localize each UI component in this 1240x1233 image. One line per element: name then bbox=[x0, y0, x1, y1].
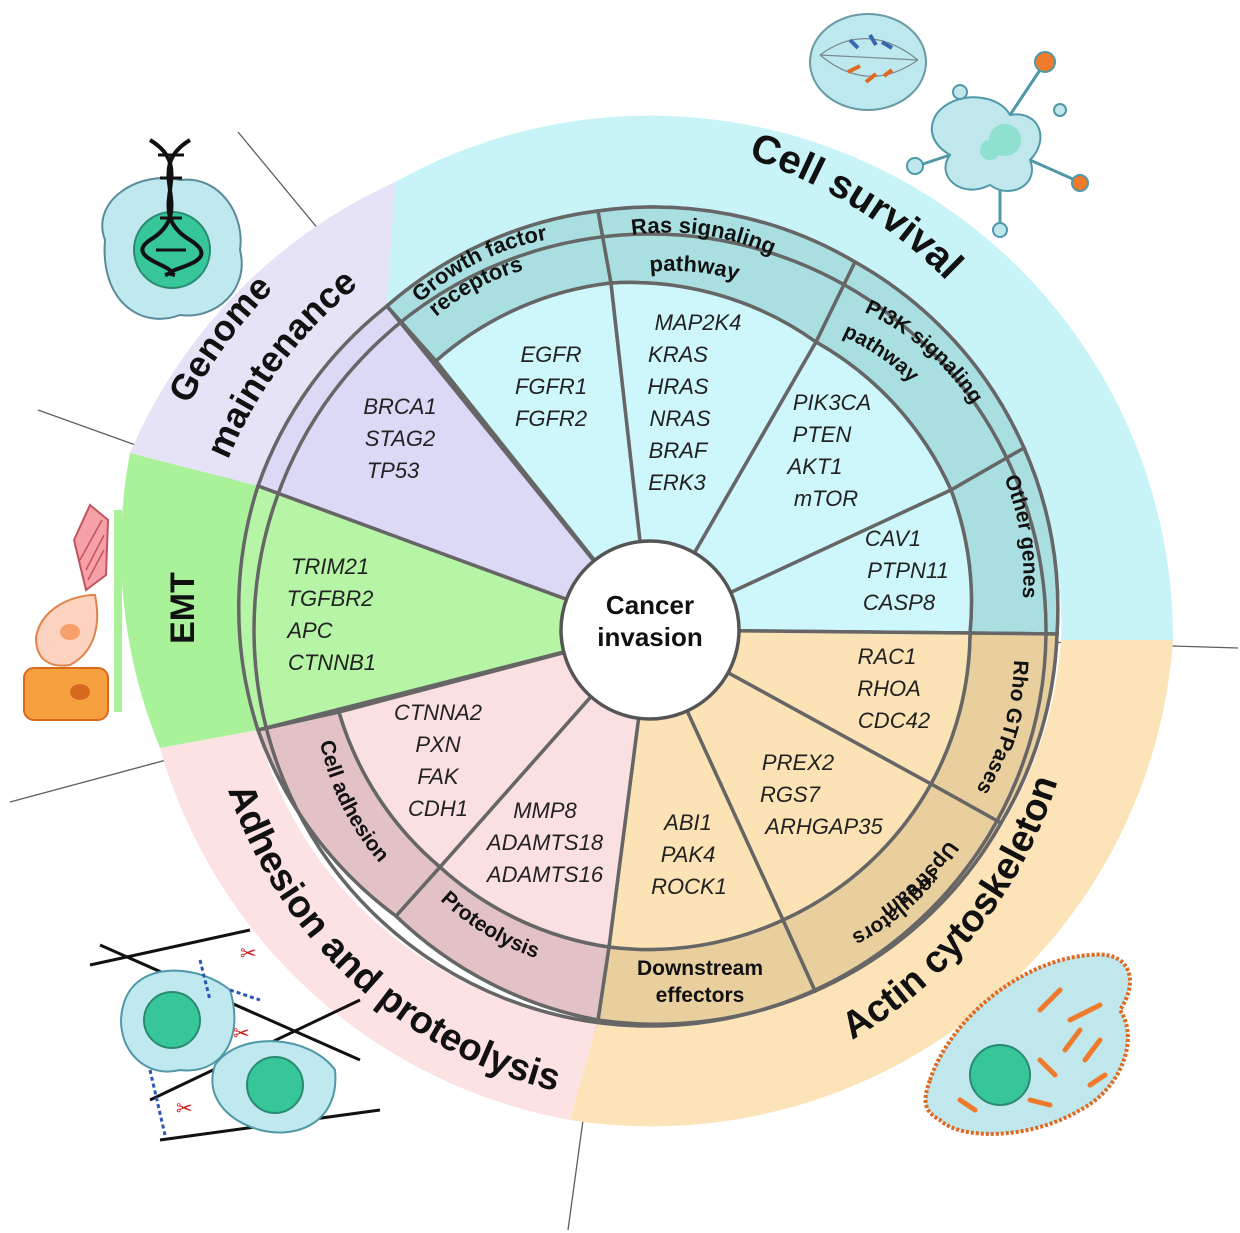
gene: KRAS bbox=[648, 342, 708, 367]
adhesion-cells-icon: ✂ ✂ ✂ bbox=[89, 928, 381, 1142]
svg-text:✂: ✂ bbox=[176, 1096, 193, 1120]
gene: NRAS bbox=[649, 406, 710, 431]
label-downstream-2: effectors bbox=[656, 984, 745, 1007]
gene: PTEN bbox=[793, 422, 852, 447]
gene: CASP8 bbox=[863, 590, 936, 615]
sector-emt bbox=[237, 483, 656, 733]
gene: TGFBR2 bbox=[287, 586, 374, 611]
gene: ADAMTS16 bbox=[485, 862, 604, 887]
gene: PREX2 bbox=[762, 750, 834, 775]
dna-cell-icon bbox=[101, 138, 243, 320]
gene: PTPN11 bbox=[867, 558, 949, 583]
center-line1: Cancer bbox=[606, 590, 694, 620]
gene: FGFR2 bbox=[515, 406, 587, 431]
gene: CDH1 bbox=[408, 796, 468, 821]
gene: HRAS bbox=[647, 374, 708, 399]
wheel-outline bbox=[252, 232, 1048, 1028]
gene: MAP2K4 bbox=[655, 310, 742, 335]
gene: RGS7 bbox=[760, 782, 821, 807]
gene: ADAMTS18 bbox=[485, 830, 604, 855]
gene: BRCA1 bbox=[363, 394, 436, 419]
gene: CTNNA2 bbox=[394, 700, 482, 725]
gene: FAK bbox=[417, 764, 459, 789]
gene: CDC42 bbox=[858, 708, 930, 733]
survival-ring bbox=[387, 115, 1174, 640]
gene: STAG2 bbox=[365, 426, 436, 451]
label-downstream-1: Downstream bbox=[637, 957, 763, 980]
emt-cells-icon bbox=[23, 503, 122, 721]
svg-text:✂: ✂ bbox=[240, 941, 257, 965]
emt-ring bbox=[120, 453, 258, 748]
gene: APC bbox=[285, 618, 332, 643]
gene: CAV1 bbox=[865, 526, 921, 551]
gene: RHOA bbox=[857, 676, 921, 701]
svg-text:✂: ✂ bbox=[233, 1021, 250, 1045]
gene: ROCK1 bbox=[651, 874, 727, 899]
apoptotic-cell-icon bbox=[906, 51, 1089, 238]
outer-ring bbox=[120, 115, 1174, 1127]
mitosis-cell-icon bbox=[809, 13, 927, 111]
center-circle bbox=[559, 539, 741, 721]
genome-ring bbox=[130, 182, 395, 486]
actin-ring bbox=[570, 640, 1173, 1127]
actin-cell-icon bbox=[923, 952, 1132, 1136]
gene: EGFR bbox=[520, 342, 581, 367]
gene: ARHGAP35 bbox=[763, 814, 883, 839]
adhesion-ring bbox=[160, 730, 598, 1120]
gene: ERK3 bbox=[648, 470, 706, 495]
inner-light bbox=[336, 280, 974, 952]
gene: MMP8 bbox=[513, 798, 577, 823]
gene: ABI1 bbox=[662, 810, 712, 835]
gene: AKT1 bbox=[785, 454, 842, 479]
gene: FGFR1 bbox=[515, 374, 587, 399]
center-line2: invasion bbox=[597, 622, 702, 652]
gene-lists: EGFR FGFR1 FGFR2 MAP2K4 KRAS HRAS NRAS B… bbox=[285, 310, 948, 899]
gene: CTNNB1 bbox=[288, 650, 376, 675]
sector-genome bbox=[255, 303, 656, 634]
gene: BRAF bbox=[649, 438, 709, 463]
gene: PXN bbox=[415, 732, 460, 757]
gene: RAC1 bbox=[858, 644, 917, 669]
gene: TP53 bbox=[367, 458, 420, 483]
group-label-emt: EMT bbox=[164, 572, 202, 644]
gene: mTOR bbox=[794, 486, 858, 511]
label-bands bbox=[255, 205, 1060, 1027]
gene: PIK3CA bbox=[793, 390, 871, 415]
gene: PAK4 bbox=[661, 842, 716, 867]
gene: TRIM21 bbox=[291, 554, 369, 579]
